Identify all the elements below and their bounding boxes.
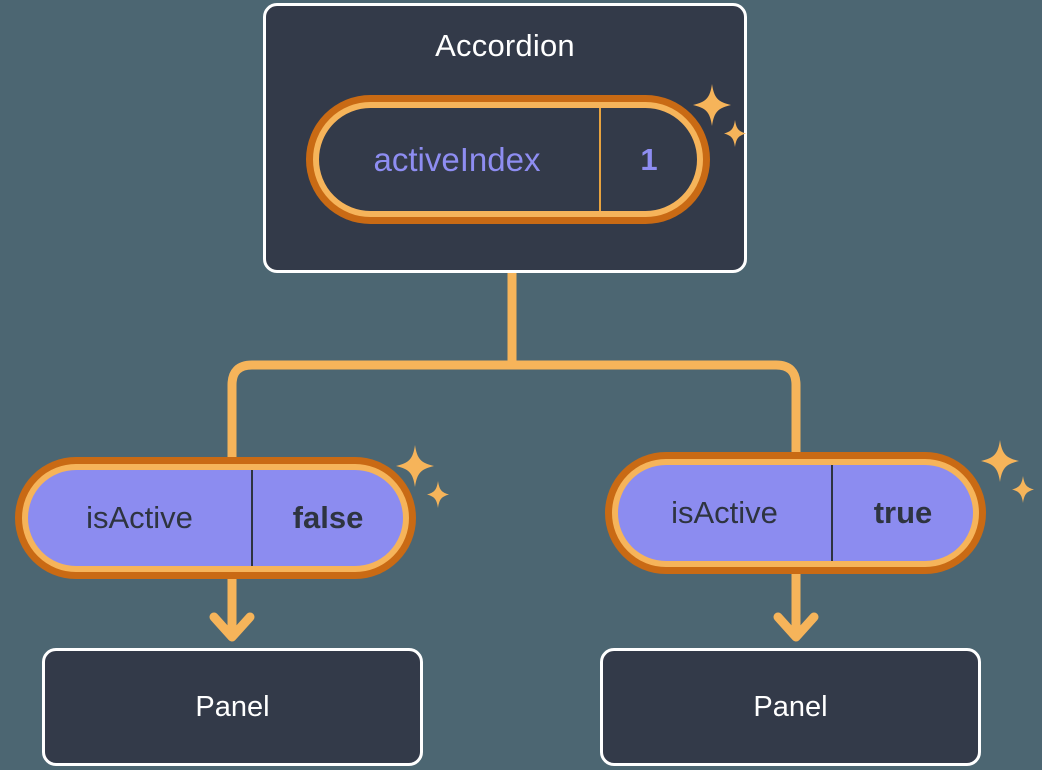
sparkle-four-point-large (981, 440, 1034, 503)
node-panel-right-title: Panel (753, 690, 828, 723)
state-pill-isactive-false-value: false (292, 500, 364, 535)
arrow-down-icon-left (209, 612, 255, 642)
connector-branch-left (227, 360, 517, 467)
state-pill-isactive-false-key: isActive (28, 470, 253, 566)
state-pill-activeindex-value: 1 (640, 141, 658, 177)
state-pill-activeindex[interactable]: activeIndex 1 (313, 102, 703, 217)
node-accordion-title: Accordion (435, 28, 575, 63)
node-panel-right[interactable]: Panel (600, 648, 981, 766)
state-pill-isactive-true-value: true (873, 495, 933, 530)
state-pill-activeindex-key: activeIndex (319, 108, 601, 211)
node-panel-left-title: Panel (195, 690, 270, 723)
connector-branch-right (507, 360, 801, 463)
state-pill-isactive-false[interactable]: isActive false (22, 464, 409, 572)
arrow-down-icon-right (773, 612, 819, 642)
node-panel-left[interactable]: Panel (42, 648, 423, 766)
state-pill-isactive-true-key: isActive (618, 465, 833, 561)
state-pill-isactive-true[interactable]: isActive true (612, 459, 979, 567)
